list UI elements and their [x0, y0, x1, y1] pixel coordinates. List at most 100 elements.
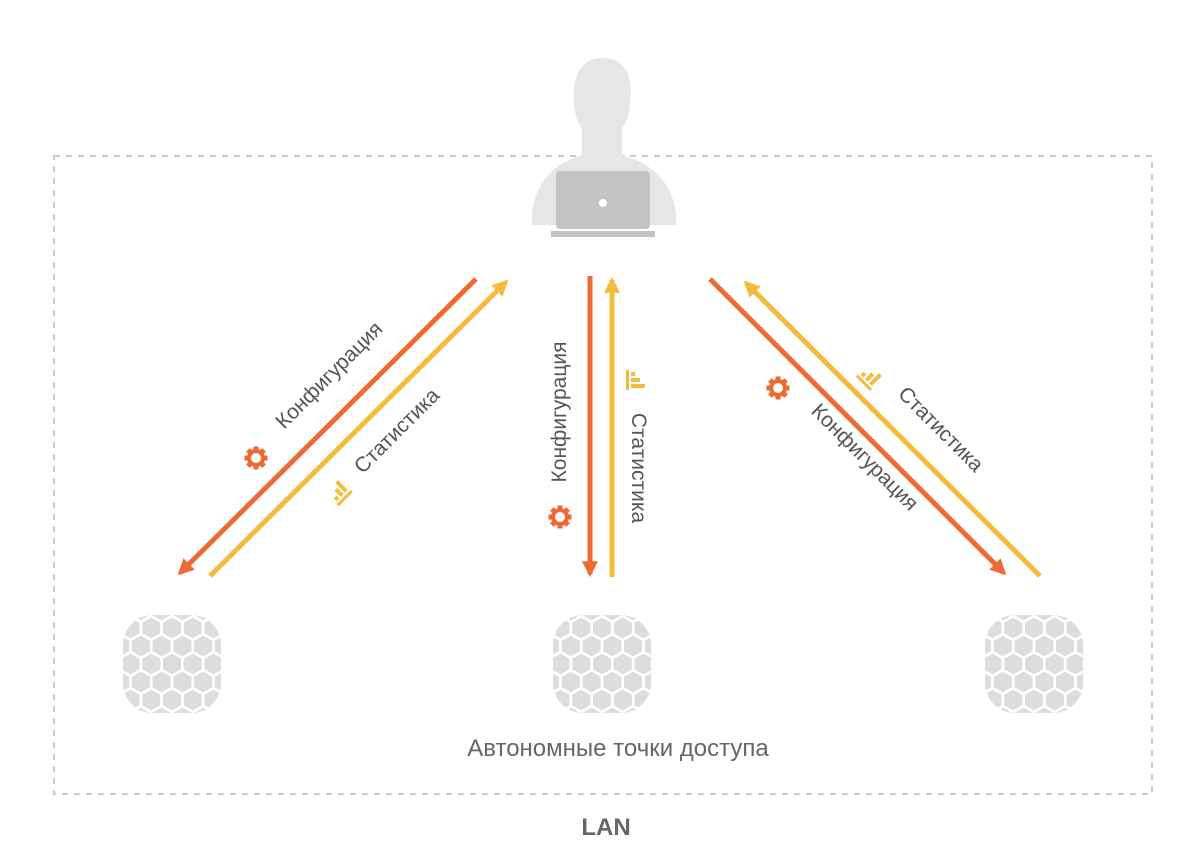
- hex-cell: [1096, 670, 1117, 694]
- hex-cell: [633, 580, 654, 604]
- hex-cell: [255, 706, 276, 730]
- hex-cell: [951, 706, 972, 730]
- hex-cell: [592, 580, 613, 604]
- hex-cell: [685, 598, 706, 622]
- hex-cell: [508, 580, 529, 604]
- hex-cell: [675, 580, 696, 604]
- hex-cell: [685, 706, 706, 730]
- hex-cell: [245, 652, 266, 676]
- hex-cell: [1107, 688, 1128, 712]
- hex-cell: [224, 688, 245, 712]
- hex-cell: [123, 615, 132, 624]
- hex-cell: [654, 580, 675, 604]
- hex-cell: [89, 706, 110, 730]
- hex-cell: [1117, 598, 1138, 622]
- hex-cell: [162, 724, 183, 748]
- hex-cell: [89, 598, 110, 622]
- hex-cell: [182, 580, 203, 604]
- hex-cell: [245, 724, 266, 748]
- hex-cell: [1003, 580, 1024, 604]
- hex-cell: [182, 724, 203, 748]
- hex-cell: [1065, 724, 1086, 748]
- hex-cell: [78, 652, 99, 676]
- hex-cell: [1107, 652, 1128, 676]
- hex-cell: [951, 670, 972, 694]
- hex-cell: [203, 724, 224, 748]
- hex-cell: [224, 580, 245, 604]
- hex-cell: [212, 615, 221, 624]
- hex-cell: [234, 706, 255, 730]
- hex-cell: [675, 616, 696, 640]
- hex-cell: [203, 580, 224, 604]
- hex-cell: [961, 688, 982, 712]
- hex-cell: [1044, 724, 1065, 748]
- hex-cell: [600, 704, 625, 713]
- hex-cell: [951, 634, 972, 658]
- hex-cell: [1117, 670, 1138, 694]
- config-arrow-right: [708, 277, 1007, 576]
- hex-cell: [664, 706, 685, 730]
- hex-cell: [1096, 634, 1117, 658]
- access-points-caption: Автономные точки доступа: [467, 735, 769, 762]
- hex-cell: [553, 615, 562, 624]
- hex-cell: [1107, 616, 1128, 640]
- hex-cell: [1086, 652, 1107, 676]
- hex-cell: [1107, 724, 1128, 748]
- access-point-icon: [508, 580, 706, 730]
- hex-cell: [99, 724, 120, 748]
- hex-cell: [245, 580, 266, 604]
- hex-cell: [129, 704, 153, 713]
- hex-cell: [642, 704, 651, 713]
- hex-cell: [1003, 724, 1024, 748]
- hex-cell: [1117, 706, 1138, 730]
- user-with-laptop-icon: [531, 58, 677, 237]
- hex-cell: [519, 634, 540, 658]
- stats-label-middle: Статистика: [627, 413, 650, 524]
- hex-cell: [99, 688, 120, 712]
- hex-cell: [579, 704, 604, 713]
- hex-cell: [559, 704, 583, 713]
- hex-cell: [1074, 615, 1083, 624]
- hex-cell: [1044, 580, 1065, 604]
- hex-cell: [1117, 634, 1138, 658]
- hex-cell: [99, 616, 120, 640]
- hex-cell: [529, 652, 550, 676]
- hex-cell: [940, 580, 961, 604]
- hex-cell: [675, 652, 696, 676]
- hex-cell: [245, 616, 266, 640]
- hex-cell: [508, 652, 529, 676]
- hex-cell: [675, 688, 696, 712]
- hex-cell: [78, 616, 99, 640]
- hex-cell: [255, 634, 276, 658]
- hex-cell: [234, 598, 255, 622]
- hex-cell: [1053, 704, 1077, 713]
- hex-cell: [170, 704, 195, 713]
- hex-cell: [961, 580, 982, 604]
- hex-cell: [245, 688, 266, 712]
- hex-cell: [982, 580, 1003, 604]
- hex-cell: [162, 580, 183, 604]
- hex-cell: [621, 704, 645, 713]
- hex-cell: [141, 724, 162, 748]
- hex-cell: [1086, 580, 1107, 604]
- hex-cell: [951, 598, 972, 622]
- hex-cell: [654, 688, 675, 712]
- hex-cell: [1086, 616, 1107, 640]
- hex-cell: [940, 688, 961, 712]
- hex-cell: [1086, 688, 1107, 712]
- bar-chart-icon: [626, 370, 645, 390]
- bar-chart-icon: [325, 478, 353, 507]
- hex-cell: [571, 580, 592, 604]
- access-point-icon: [940, 580, 1138, 748]
- hex-cell: [224, 724, 245, 748]
- hex-cell: [553, 704, 562, 713]
- hex-cell: [255, 670, 276, 694]
- hex-cell: [78, 688, 99, 712]
- hex-cell: [224, 616, 245, 640]
- config-arrow-left: [177, 277, 478, 576]
- stats-arrow-left: [208, 279, 509, 578]
- hex-cell: [89, 634, 110, 658]
- hex-cell: [99, 652, 120, 676]
- hex-cell: [508, 616, 529, 640]
